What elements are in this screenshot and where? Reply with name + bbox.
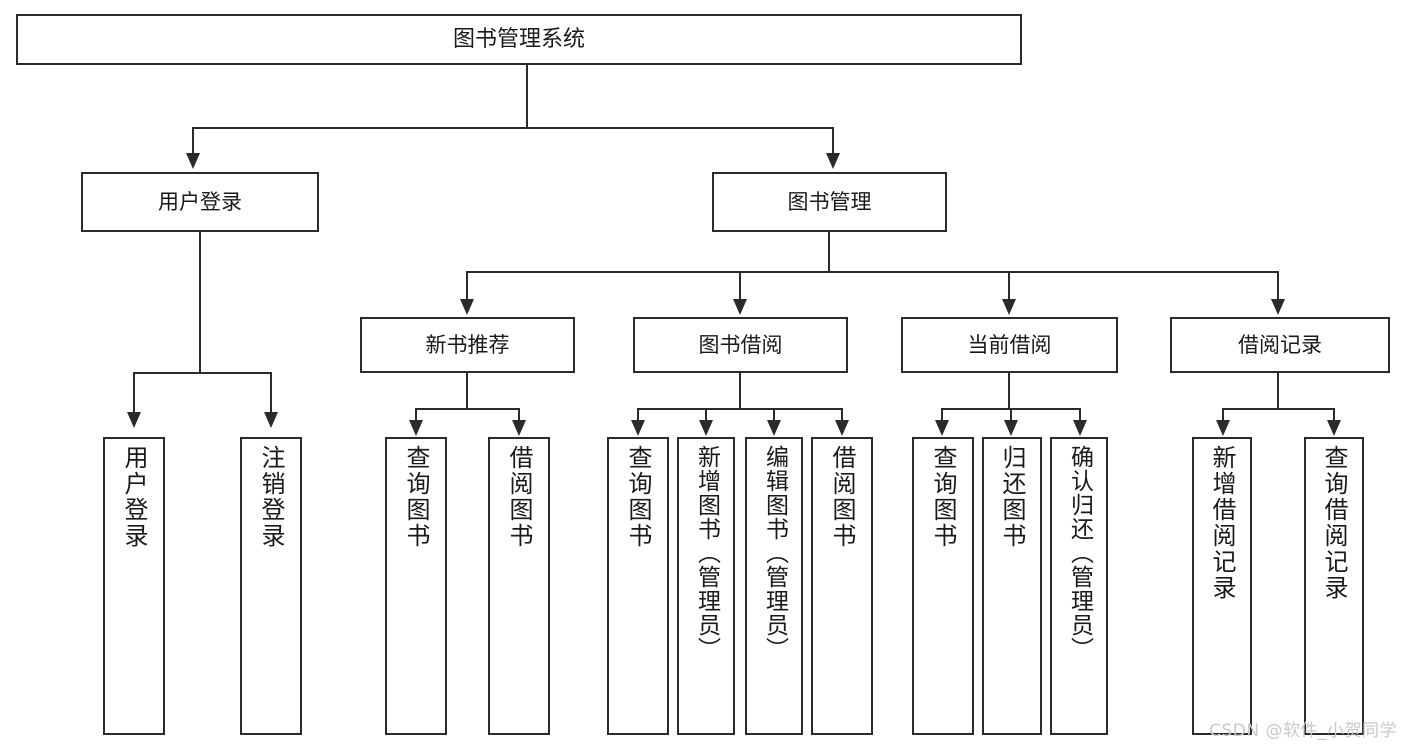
arrow-bm-to-current <box>1002 299 1016 315</box>
arrow-current-to-leaf-1 <box>935 420 949 436</box>
connector-borrow-to-leaf-2 <box>705 408 707 422</box>
leaf-current-query-book[interactable]: 查询图书 <box>912 437 974 735</box>
node-label: 查询借阅记录 <box>1320 445 1348 601</box>
leaf-record-add-record[interactable]: 新增借阅记录 <box>1192 437 1252 735</box>
connector-borrow-to-leaf-3 <box>773 408 775 422</box>
connector-bm-to-borrow <box>739 271 741 301</box>
connector-borrow-stem <box>739 373 741 409</box>
node-label: 编辑图书（管理员） <box>761 445 788 661</box>
connector-record-stem <box>1277 373 1279 409</box>
arrow-current-to-leaf-2 <box>1004 420 1018 436</box>
node-label: 确认归还（管理员） <box>1066 445 1093 661</box>
node-label: 注销登录 <box>257 445 285 549</box>
connector-bm-to-recommend <box>466 271 468 301</box>
node-book-manage[interactable]: 图书管理 <box>712 172 947 232</box>
leaf-user-login[interactable]: 用户登录 <box>103 437 165 735</box>
node-new-book-recommend[interactable]: 新书推荐 <box>360 317 575 373</box>
arrow-recommend-to-leaf-2 <box>512 420 526 436</box>
node-label: 新书推荐 <box>425 332 510 357</box>
leaf-recommend-query-book[interactable]: 查询图书 <box>385 437 447 735</box>
arrow-root-to-user-login <box>186 153 200 169</box>
leaf-logout[interactable]: 注销登录 <box>240 437 302 735</box>
arrow-record-to-leaf-2 <box>1327 420 1341 436</box>
connector-root-stem <box>526 65 528 128</box>
leaf-borrow-edit-book-admin[interactable]: 编辑图书（管理员） <box>745 437 803 735</box>
connector-book-manage-bus <box>466 271 1277 273</box>
connector-recommend-to-leaf-2 <box>518 408 520 422</box>
connector-current-to-leaf-1 <box>941 408 943 422</box>
connector-recommend-to-leaf-1 <box>415 408 417 422</box>
leaf-current-return-book[interactable]: 归还图书 <box>982 437 1042 735</box>
connector-recommend-stem <box>466 373 468 409</box>
leaf-borrow-query-book[interactable]: 查询图书 <box>607 437 669 735</box>
node-label: 新增图书（管理员） <box>693 445 720 661</box>
node-label: 归还图书 <box>998 445 1026 549</box>
node-label: 用户登录 <box>120 445 148 549</box>
connector-borrow-to-leaf-4 <box>841 408 843 422</box>
csdn-watermark: CSDN @软件_小贺同学 <box>1209 721 1397 741</box>
leaf-current-confirm-return-admin[interactable]: 确认归还（管理员） <box>1050 437 1108 735</box>
connector-root-bus <box>192 127 834 129</box>
node-label: 图书管理 <box>787 189 872 214</box>
arrow-borrow-to-leaf-2 <box>699 420 713 436</box>
node-label: 借阅记录 <box>1238 332 1322 357</box>
node-label: 当前借阅 <box>967 332 1052 357</box>
arrow-bm-to-record <box>1271 299 1285 315</box>
node-root-system[interactable]: 图书管理系统 <box>16 14 1022 65</box>
connector-borrow-to-leaf-1 <box>637 408 639 422</box>
leaf-recommend-borrow-book[interactable]: 借阅图书 <box>488 437 550 735</box>
node-book-borrow[interactable]: 图书借阅 <box>633 317 848 373</box>
node-user-login[interactable]: 用户登录 <box>81 172 319 232</box>
node-label: 借阅图书 <box>505 445 533 549</box>
connector-user-login-stem <box>199 232 201 373</box>
connector-user-login-to-leaf-2 <box>270 372 272 414</box>
arrow-borrow-to-leaf-1 <box>631 420 645 436</box>
arrow-borrow-to-leaf-3 <box>767 420 781 436</box>
connector-record-bus <box>1222 408 1334 410</box>
arrow-user-login-to-leaf-1 <box>127 412 141 428</box>
arrow-bm-to-recommend <box>460 299 474 315</box>
arrow-current-to-leaf-3 <box>1073 420 1087 436</box>
arrow-bm-to-borrow <box>733 299 747 315</box>
connector-bm-to-current <box>1008 271 1010 301</box>
connector-current-to-leaf-3 <box>1079 408 1081 422</box>
connector-root-to-book-manage <box>832 127 834 155</box>
arrow-recommend-to-leaf-1 <box>409 420 423 436</box>
node-borrow-record[interactable]: 借阅记录 <box>1170 317 1390 373</box>
arrow-user-login-to-leaf-2 <box>264 412 278 428</box>
arrow-record-to-leaf-1 <box>1216 420 1230 436</box>
connector-record-to-leaf-2 <box>1333 408 1335 422</box>
leaf-record-query-record[interactable]: 查询借阅记录 <box>1304 437 1364 735</box>
node-label: 查询图书 <box>624 445 652 549</box>
connector-bm-to-record <box>1277 271 1279 301</box>
node-label: 借阅图书 <box>828 445 856 549</box>
node-label: 图书管理系统 <box>452 26 585 52</box>
connector-current-to-leaf-2 <box>1010 408 1012 422</box>
connector-recommend-bus <box>415 408 519 410</box>
connector-root-to-user-login <box>192 127 194 155</box>
connector-user-login-bus <box>133 372 271 374</box>
connector-user-login-to-leaf-1 <box>133 372 135 414</box>
node-label: 查询图书 <box>929 445 957 549</box>
arrow-borrow-to-leaf-4 <box>835 420 849 436</box>
node-current-borrow[interactable]: 当前借阅 <box>901 317 1118 373</box>
connector-borrow-bus <box>637 408 842 410</box>
node-label: 查询图书 <box>402 445 430 549</box>
node-label: 图书借阅 <box>698 332 783 357</box>
node-label: 新增借阅记录 <box>1208 445 1236 601</box>
connector-record-to-leaf-1 <box>1222 408 1224 422</box>
leaf-borrow-add-book-admin[interactable]: 新增图书（管理员） <box>677 437 735 735</box>
leaf-borrow-borrow-book[interactable]: 借阅图书 <box>811 437 873 735</box>
arrow-root-to-book-manage <box>826 153 840 169</box>
connector-current-stem <box>1008 373 1010 409</box>
node-label: 用户登录 <box>158 189 242 214</box>
connector-book-manage-stem <box>828 232 830 273</box>
